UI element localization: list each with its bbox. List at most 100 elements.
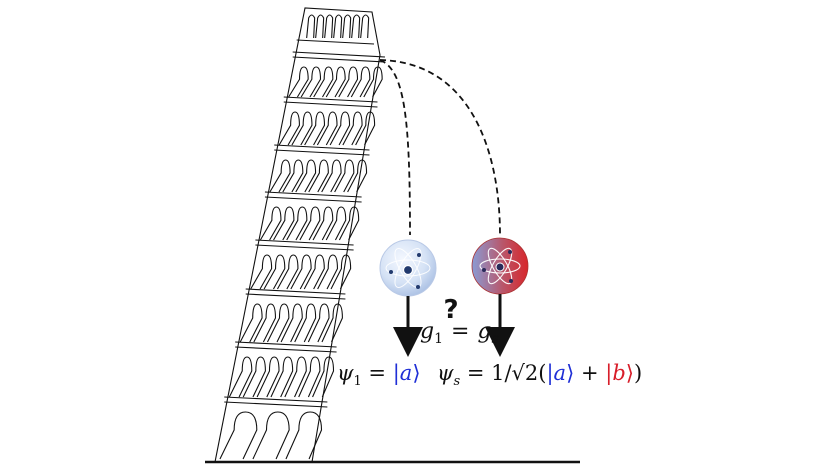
- psis-suffix: ): [634, 361, 642, 385]
- tower-arch: [295, 159, 317, 193]
- tier-ledge: [224, 396, 328, 403]
- tower-arch: [355, 111, 376, 146]
- psi1-equation: ψ1 = |a⟩: [337, 361, 421, 389]
- belfry-arch: [351, 14, 361, 39]
- atom-single-state: [379, 239, 437, 297]
- tower-arch: [312, 206, 334, 241]
- tower-arch: [325, 66, 346, 98]
- belfry-arch: [306, 14, 316, 39]
- tower-arch: [242, 356, 266, 398]
- tier-ledge: [292, 51, 386, 58]
- nucleus-icon: [402, 264, 414, 276]
- tower-arch: [312, 356, 335, 398]
- tower-arch: [342, 111, 363, 146]
- tower-arch: [307, 303, 330, 343]
- psis-ket-a-close: ⟩: [566, 361, 574, 385]
- g1-symbol: g: [420, 319, 434, 344]
- tower-arch: [304, 111, 326, 146]
- equals-sign: =: [451, 319, 469, 344]
- psis-prefix: 1/√2(: [491, 361, 546, 385]
- gs-subscript: s: [492, 331, 499, 347]
- tower-arch: [317, 254, 338, 290]
- tower-arch: [253, 303, 277, 343]
- tower-arch: [338, 66, 359, 98]
- psis-ket-b-close: ⟩: [626, 361, 634, 385]
- psi1-subscript: 1: [353, 374, 361, 389]
- tier-ledge: [264, 191, 362, 198]
- tier-ledge: [255, 244, 354, 251]
- psis-symbol: ψ: [437, 361, 454, 385]
- tower-arch: [321, 159, 342, 193]
- nucleus-icon: [495, 262, 505, 272]
- tower-arch: [269, 159, 291, 193]
- belfry-ledge: [296, 39, 375, 45]
- tier-ledge: [235, 346, 337, 353]
- tower-arch: [334, 159, 355, 193]
- tower-arch: [290, 254, 312, 290]
- atom-superposition-state: [471, 237, 529, 295]
- trajectory-atom2: [379, 59, 501, 236]
- tower-arch: [338, 206, 360, 241]
- tower-arch: [259, 206, 282, 241]
- equivalence-equation: g1=gs: [420, 319, 499, 347]
- tower-arch: [363, 66, 383, 98]
- tier-ledge: [245, 288, 346, 295]
- tower-arch: [350, 66, 371, 98]
- tier-ledge: [224, 401, 328, 408]
- tier-ledge: [255, 239, 354, 246]
- tower-arch: [239, 303, 263, 343]
- tower-arch: [282, 159, 304, 193]
- tower-arch: [278, 111, 300, 146]
- tower-arch: [286, 206, 308, 241]
- tower-arch: [291, 111, 313, 146]
- tier-ledge: [235, 341, 337, 348]
- tower-arch: [300, 66, 322, 98]
- tower-arch: [347, 159, 368, 193]
- tier-ledge: [264, 196, 362, 203]
- tower-arch: [321, 303, 343, 343]
- tower-outline: [214, 7, 381, 463]
- tower-arch: [316, 111, 338, 146]
- tier-ledge: [292, 56, 386, 63]
- ket-a-letter: a: [400, 361, 413, 385]
- psis-ket-b-letter: b: [612, 361, 625, 385]
- tower-arch: [270, 356, 294, 398]
- tower-arch: [294, 303, 317, 343]
- psis-ket-a-letter: a: [554, 361, 567, 385]
- psi1-symbol: ψ: [337, 361, 354, 385]
- tower-arch: [288, 66, 309, 98]
- question-mark: ?: [443, 295, 458, 325]
- belfry-arch: [324, 14, 334, 39]
- psis-ket-b-open: |: [605, 361, 612, 386]
- trajectory-atom1: [379, 59, 411, 236]
- tier-ledge: [274, 149, 370, 156]
- tier-ledge: [274, 144, 370, 151]
- belfry-arch: [342, 14, 352, 39]
- tower-arch: [303, 254, 325, 290]
- tower-arch: [276, 254, 299, 290]
- tower-arch: [308, 159, 329, 193]
- psis-plus: +: [574, 361, 605, 385]
- tower-arch: [266, 303, 290, 343]
- tower-arch: [250, 254, 273, 290]
- g1-subscript: 1: [434, 331, 443, 347]
- psis-subscript: s: [453, 374, 460, 389]
- ket-a-close: ⟩: [412, 361, 420, 385]
- ket-a-open: |: [393, 361, 400, 386]
- tower-arch: [273, 206, 295, 241]
- tower-arch: [299, 206, 321, 241]
- psi1-equals: =: [362, 361, 393, 385]
- tier-ledge: [283, 96, 378, 103]
- psis-equation: ψs = 1/√2(|a⟩ + |b⟩): [437, 361, 642, 389]
- tier-ledge: [283, 101, 378, 108]
- belfry-arch: [333, 14, 343, 39]
- tower-arch: [219, 411, 258, 460]
- tower-arch: [329, 111, 351, 146]
- leaning-tower: [214, 7, 386, 463]
- tower-arch: [313, 66, 334, 98]
- tower-arch: [330, 254, 352, 290]
- tower-arch: [263, 254, 286, 290]
- psis-equals: =: [460, 361, 491, 385]
- tower-arch: [256, 356, 280, 398]
